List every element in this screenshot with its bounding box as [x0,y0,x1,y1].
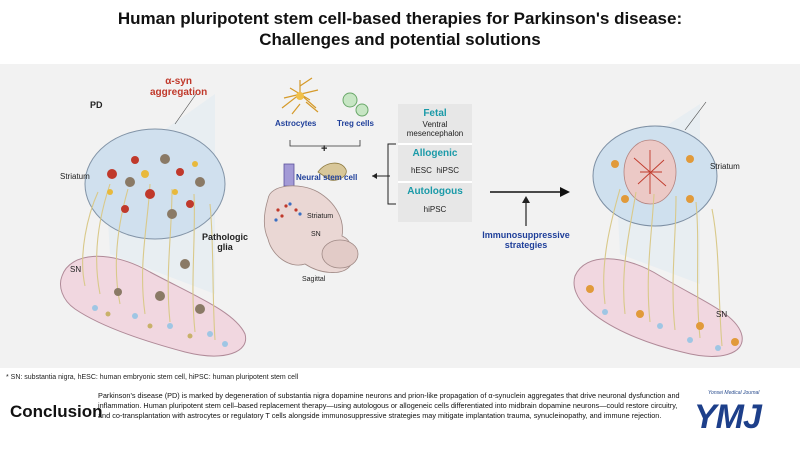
middle-panel [263,77,396,273]
pd-label: PD [90,100,103,110]
fetal-body: Ventral mesencephalon [398,120,472,138]
treg-cells [342,92,369,117]
syringe-body [283,163,295,187]
allogenic-heading: Allogenic [412,148,458,159]
alpha-syn-line-1: α-syn [165,76,192,87]
conclusion-heading: Conclusion [10,402,103,421]
autologous-body: hiPSC [423,205,447,214]
sn-left-label: SN [70,265,82,274]
left-sn [60,255,247,357]
striatum-left-label: Striatum [60,172,90,181]
brain-cerebellum [321,239,359,269]
neural-stem-cell-label: Neural stem cell [296,173,358,182]
pathologic-glia-line-1: Pathologic [202,232,249,242]
neural-stem-cell-shape [317,162,347,181]
right-orange-glia [586,155,739,346]
left-yellow-neurons [107,161,198,195]
journal-logo: YMJ [694,398,762,436]
plus-sign: + [321,143,328,155]
footnote: * SN: substantia nigra, hESC: human embr… [6,374,299,381]
right-sn [573,258,743,357]
sn-right-label: SN [716,310,728,319]
left-striatum [84,128,226,240]
alpha-syn-label: α-syn aggregation [150,76,207,98]
diagram-canvas [60,77,743,357]
left-axons [82,183,216,341]
astrocytes-label: Astrocytes [275,119,317,128]
right-blue-cells [602,309,721,351]
fetal-body-line-1: Ventral [422,120,448,129]
sources-bracket [387,143,396,205]
pathologic-glia-line-2: glia [217,242,233,252]
fetal-heading: Fetal [423,108,447,119]
left-small-neurons [105,311,193,339]
pathologic-glia-label: Pathologic glia [202,232,248,252]
left-blue-cells [92,305,228,347]
left-glia [114,154,205,314]
striatum-mid-label: Striatum [307,213,334,220]
injection-blue-cells [274,202,302,222]
conclusion-text: Parkinson's disease (PD) is marked by de… [98,391,680,420]
treg-label: Treg cells [337,119,374,128]
immunosuppressive-line-2: strategies [504,240,548,250]
sources-panel [398,104,472,222]
astrocyte-body [296,92,304,100]
right-panel [573,101,743,357]
fetal-body-line-2: mesencephalon [406,129,464,138]
allogenic-body: hESC hiPSC [410,166,460,175]
title-line-2: Challenges and potential solutions [259,30,541,49]
autologous-heading: Autologous [407,186,463,197]
immunosuppressive-line-1: Immunosuppressive [482,230,570,240]
alpha-syn-line-2: aggregation [150,87,208,98]
immunosuppressive-label: Immunosuppressive strategies [470,230,582,250]
journal-name: Yonsei Medical Journal [708,390,760,396]
main-arrow [490,187,570,226]
right-axons [603,188,723,347]
right-graft-neurons [633,150,667,194]
title-line-1: Human pluripotent stem cell-based therap… [117,9,683,28]
sn-mid-label: SN [311,231,321,238]
left-panel [60,93,247,357]
sagittal-label: Sagittal [302,276,326,283]
striatum-right-label: Striatum [710,162,740,171]
left-red-aggregates [107,156,194,213]
page-title: Human pluripotent stem cell-based therap… [0,8,800,50]
bracket [289,140,361,147]
injection-cells [276,204,298,218]
